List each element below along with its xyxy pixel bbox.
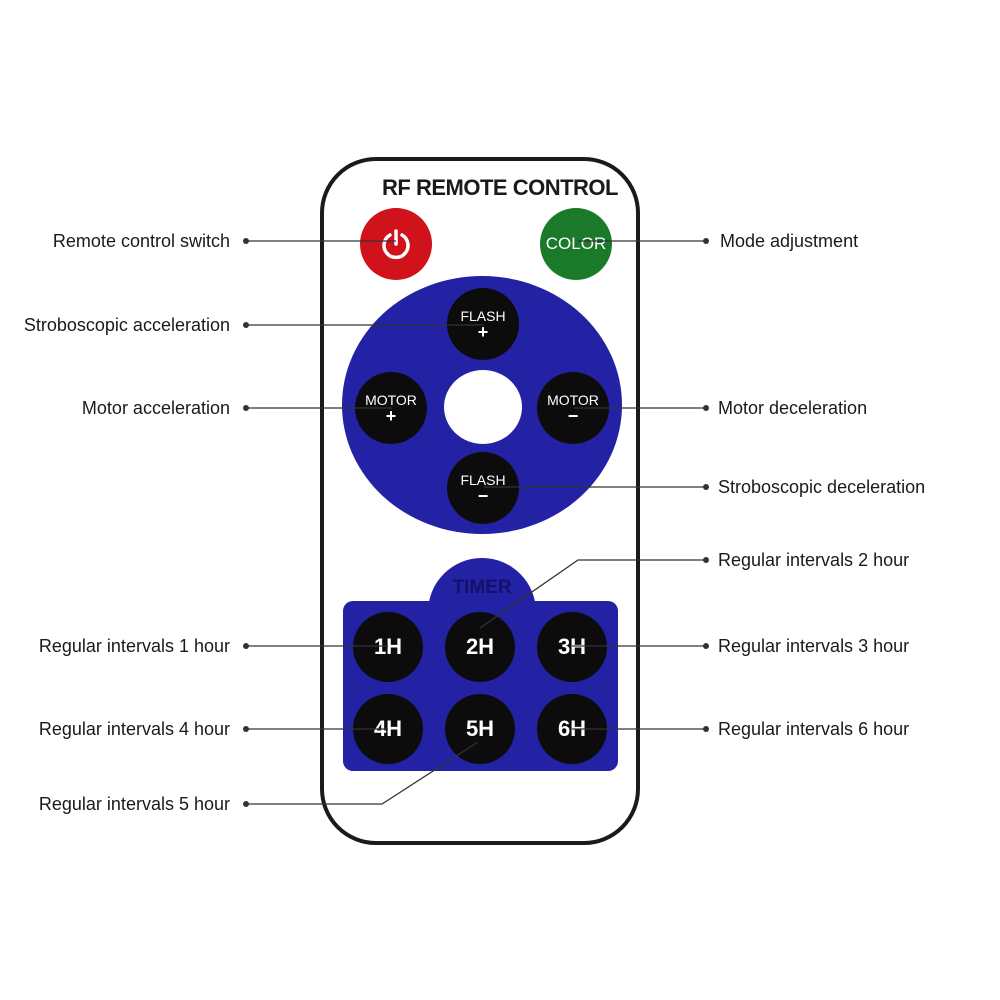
callout-interval-1: Regular intervals 1 hour (38, 636, 230, 656)
callout-motor-accel: Motor acceleration (81, 398, 230, 418)
flash-plus-label: FLASH (460, 308, 506, 324)
leader-dot (703, 726, 709, 732)
callout-mode-adjustment: Mode adjustment (720, 231, 859, 251)
motor-minus-sign: − (567, 406, 579, 426)
color-button[interactable]: COLOR (540, 208, 612, 280)
callout-interval-3: Regular intervals 3 hour (718, 636, 910, 656)
flash-minus-sign: − (477, 486, 489, 506)
leader-dot (703, 405, 709, 411)
leader-dot (243, 726, 249, 732)
center-hole (444, 370, 522, 444)
motor-plus-sign: + (385, 406, 397, 426)
flash-minus-button[interactable]: FLASH − (447, 452, 519, 524)
leader-dot (703, 484, 709, 490)
leader-dot (243, 643, 249, 649)
leader-dot (703, 557, 709, 563)
callout-interval-2: Regular intervals 2 hour (718, 550, 910, 570)
timer-1h-button[interactable]: 1H (353, 612, 423, 682)
callout-motor-decel: Motor deceleration (718, 398, 868, 418)
callout-interval-4: Regular intervals 4 hour (38, 719, 230, 739)
timer-5h-button[interactable]: 5H (445, 694, 515, 764)
leader-dot (243, 322, 249, 328)
callout-remote-switch: Remote control switch (52, 231, 230, 251)
leader-interval-2 (479, 559, 706, 629)
callout-strobe-decel: Stroboscopic deceleration (718, 477, 926, 497)
timer-label: TIMER (452, 577, 512, 598)
leader-dot (243, 238, 249, 244)
leader-dot (243, 801, 249, 807)
timer-2h-button[interactable]: 2H (445, 612, 515, 682)
color-button-label: COLOR (545, 234, 607, 253)
motor-minus-label: MOTOR (547, 392, 599, 408)
callout-strobe-accel: Stroboscopic acceleration (23, 315, 230, 335)
flash-minus-label: FLASH (460, 472, 506, 488)
leader-dot (703, 643, 709, 649)
leader-interval-5 (246, 741, 479, 805)
remote-title: RF REMOTE CONTROL (382, 175, 618, 200)
leader-dot (703, 238, 709, 244)
motor-plus-label: MOTOR (365, 392, 417, 408)
flash-plus-button[interactable]: FLASH + (447, 288, 519, 360)
flash-plus-sign: + (477, 322, 489, 342)
callout-interval-5: Regular intervals 5 hour (38, 794, 230, 814)
callout-interval-6: Regular intervals 6 hour (718, 719, 910, 739)
leader-dot (243, 405, 249, 411)
power-button[interactable] (360, 208, 432, 280)
